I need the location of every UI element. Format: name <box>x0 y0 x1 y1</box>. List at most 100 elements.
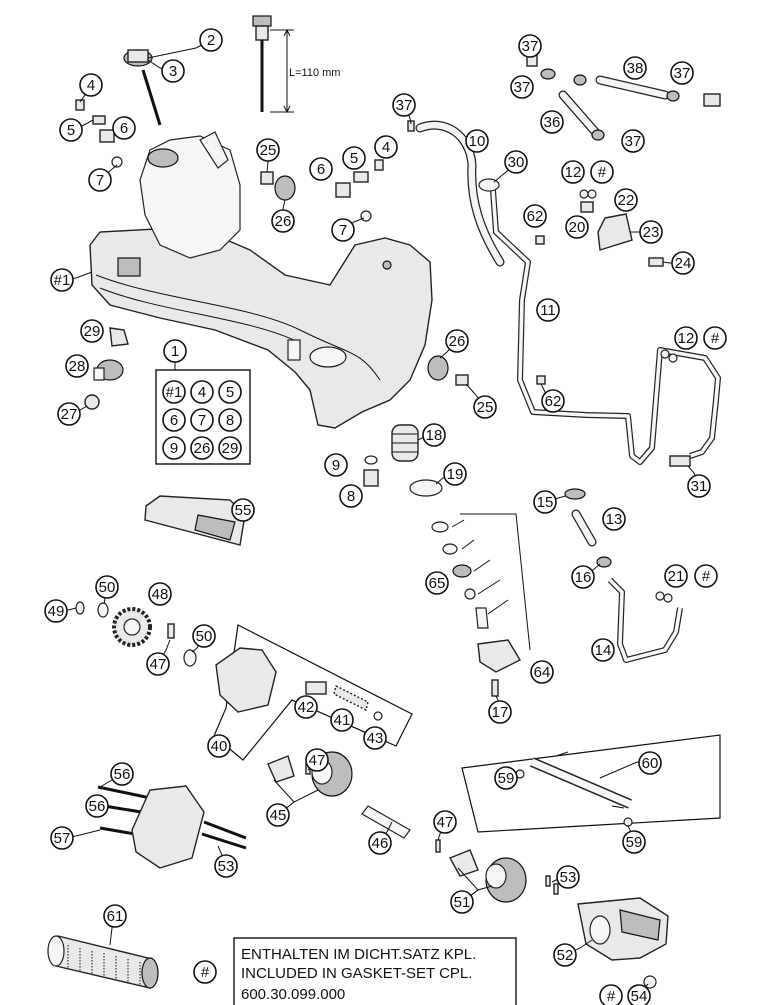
callout-number: 4 <box>382 139 390 156</box>
strainer <box>363 424 443 497</box>
kit-item-circle <box>162 436 186 460</box>
callout-circle <box>433 810 457 834</box>
callout-circle <box>331 218 355 242</box>
callout-c30: 30 <box>493 150 528 183</box>
callout-circle <box>671 251 695 275</box>
callout-c54: 54 <box>627 983 651 1005</box>
callout-number: 18 <box>426 427 443 444</box>
callout-circle <box>59 118 83 142</box>
callout-number: 45 <box>270 807 287 824</box>
callout-number: 6 <box>120 120 128 137</box>
callout-circle <box>614 188 638 212</box>
callout-c15: 15 <box>533 490 567 514</box>
callout-circle <box>561 160 585 184</box>
oil-line-14 <box>564 488 683 663</box>
callout-number: 52 <box>557 947 574 964</box>
callout-circle <box>342 146 366 170</box>
callout-c20: 20 <box>565 215 589 239</box>
callout-circle <box>309 157 333 181</box>
callout-number: 12 <box>565 164 582 181</box>
callout-number: 53 <box>560 869 577 886</box>
callout-circle <box>621 129 645 153</box>
callout-c37a: 37 <box>392 93 416 125</box>
callout-c31: 31 <box>687 465 711 498</box>
callout-c26a: 26 <box>271 199 295 233</box>
callout-number: 59 <box>626 834 643 851</box>
callout-number: 25 <box>260 142 277 159</box>
callout-c56a: 56 <box>99 762 134 788</box>
callout-circle <box>504 150 528 174</box>
pump-housing-frame <box>213 624 413 761</box>
callout-circle <box>694 564 718 588</box>
callout-circle <box>540 110 564 134</box>
oil-line-11 <box>490 189 721 465</box>
callout-number: 62 <box>527 208 544 225</box>
callout-circle <box>80 319 104 343</box>
callout-c21: 21 <box>664 564 688 588</box>
callout-number: # <box>711 330 720 347</box>
callout-c59a: 59 <box>494 766 518 790</box>
kit-item-number: 29 <box>222 440 239 457</box>
filler-cap <box>123 49 162 126</box>
vent-fitting-right <box>335 159 384 222</box>
pump-housing <box>215 647 383 721</box>
callout-number: 43 <box>367 730 384 747</box>
callout-number: 47 <box>437 814 454 831</box>
callout-circle <box>266 803 290 827</box>
callout-c56b: 56 <box>85 794 109 818</box>
callout-circle <box>510 75 534 99</box>
kit-item-circle <box>162 408 186 432</box>
callout-number: 26 <box>449 333 466 350</box>
shaft-60 <box>515 751 633 827</box>
callout-c8a: 8 <box>339 484 363 508</box>
callout-c1a: #1 <box>50 268 93 292</box>
callout-c46: 46 <box>368 821 393 855</box>
callout-c12b: 12 <box>674 326 698 350</box>
callout-c9a: 9 <box>324 453 348 477</box>
callout-number: 26 <box>275 213 292 230</box>
callout-c41: 41 <box>330 708 354 732</box>
kit-item-g29: 29 <box>218 436 242 460</box>
callout-c65: 65 <box>425 571 449 595</box>
callout-circle <box>565 215 589 239</box>
callout-number: 4 <box>87 77 95 94</box>
kit-item-circle <box>190 408 214 432</box>
callout-number: 41 <box>334 712 351 729</box>
callout-circle <box>363 726 387 750</box>
callout-number: 37 <box>396 97 413 114</box>
kit-item-circle <box>218 380 242 404</box>
callout-c5b: 5 <box>342 146 366 170</box>
callout-number: 16 <box>575 569 592 586</box>
callout-c28: 28 <box>65 354 89 378</box>
callout-c19: 19 <box>435 462 467 486</box>
callout-circle <box>473 395 497 419</box>
callout-c51: 51 <box>450 867 493 914</box>
callout-circle <box>110 762 134 786</box>
callout-c7b: 7 <box>331 217 365 242</box>
callout-number: 56 <box>89 798 106 815</box>
callout-circle <box>148 582 172 606</box>
callout-c53b: 53 <box>551 865 580 889</box>
kit-item-number: 6 <box>170 412 178 429</box>
callout-c50a: 50 <box>95 575 119 605</box>
callout-c22: 22 <box>614 188 638 212</box>
callout-circle <box>146 652 170 676</box>
callout-number: 14 <box>595 642 612 659</box>
callout-c37b: 37 <box>518 34 542 58</box>
callout-circle <box>207 734 231 758</box>
kit-item-g26: 26 <box>190 436 214 460</box>
dipstick-drawing: L=110 mm <box>252 15 340 114</box>
kit-item-circle <box>218 408 242 432</box>
callout-circle <box>627 984 651 1005</box>
callout-c37e: 37 <box>621 129 645 153</box>
callout-c47c: 47 <box>433 810 457 841</box>
callout-circle <box>639 220 663 244</box>
callout-number: 51 <box>454 894 471 911</box>
callout-circle <box>163 339 187 363</box>
valve-stack <box>431 513 531 697</box>
callout-circle <box>602 507 626 531</box>
callout-c45: 45 <box>266 779 319 827</box>
kit-item-g6: 6 <box>162 408 186 432</box>
oil-filter <box>47 935 159 989</box>
